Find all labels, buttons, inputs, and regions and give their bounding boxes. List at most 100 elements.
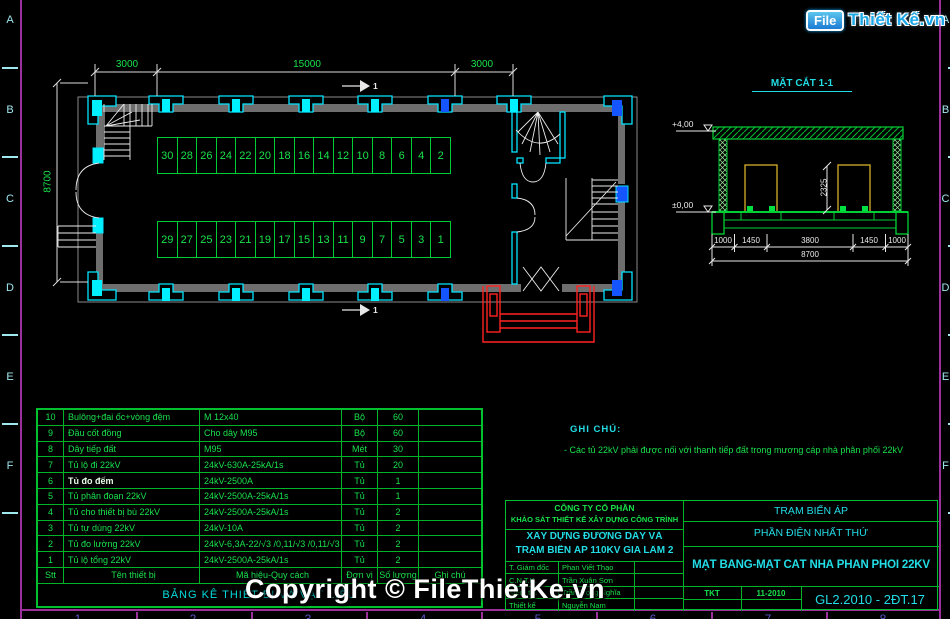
- zone-tick: [251, 612, 253, 619]
- zone-letter: D: [6, 282, 14, 294]
- table-cell: M95: [200, 441, 342, 458]
- cabinet-cell: 12: [332, 138, 353, 173]
- signer-name: Phan Viết Thạo: [562, 563, 614, 572]
- zone-letter: A: [941, 14, 950, 26]
- company-name-line2: KHẢO SÁT THIẾT KẾ XÂY DỰNG CÔNG TRÌNH: [510, 515, 679, 524]
- cabinet-cell: 19: [254, 222, 275, 257]
- plan-dimension-lines: [52, 64, 518, 287]
- zone-tick: [366, 612, 368, 619]
- table-cell: 1: [378, 488, 419, 505]
- table-cell: 3: [38, 520, 64, 537]
- cabinet-cell: 4: [410, 138, 431, 173]
- zone-letter: F: [942, 460, 949, 472]
- entrance-steps-red: [482, 285, 595, 343]
- table-cell: 24kV-2500A-25kA/1s: [200, 552, 342, 568]
- table-cell: 24kV-10A: [200, 520, 342, 537]
- table-cell: 8: [38, 441, 64, 458]
- table-cell: Tủ lộ tổng 22kV: [64, 552, 200, 568]
- table-cell: 10: [38, 410, 64, 426]
- table-cell: Tủ: [342, 520, 378, 537]
- section-dim-label: 1450: [860, 236, 878, 245]
- company-name-line1: CÔNG TY CỔ PHẦN: [554, 503, 635, 513]
- cabinet-cell: 3: [410, 222, 431, 257]
- table-cell: [419, 426, 481, 442]
- project-name-line1: XÂY DỰNG ĐƯỜNG DÂY VÀ: [526, 531, 663, 542]
- table-cell: 5: [38, 488, 64, 505]
- zone-tick: [2, 512, 18, 514]
- table-cell: 24kV-2500A: [200, 473, 342, 489]
- table-cell: Tủ: [342, 488, 378, 505]
- table-cell: [419, 489, 481, 505]
- cabinet-cell: 23: [215, 222, 236, 257]
- cabinet-cell: 11: [332, 222, 353, 257]
- cabinet-cell: 15: [293, 222, 314, 257]
- cabinet-cell: 9: [352, 222, 372, 257]
- table-header-cell: Ghi chú: [419, 568, 481, 584]
- table-cell: M 12x40: [200, 410, 342, 426]
- table-cell: Tủ đo lường 22kV: [64, 536, 200, 553]
- zone-tick: [2, 245, 18, 247]
- table-cell: [419, 552, 481, 568]
- zone-number: 1: [74, 612, 82, 619]
- zone-tick: [2, 334, 18, 336]
- cabinet-cell: 10: [352, 138, 372, 173]
- zone-tick: [2, 156, 18, 158]
- drawing-date: 11-2010: [756, 589, 786, 598]
- equipment-table-caption: BẢNG KÊ THIẾT BỊ VÀ VẬT LIỆU: [162, 589, 357, 601]
- table-cell: Tủ lộ đi 22kV: [64, 457, 200, 474]
- table-cell: 24kV-2500A-25kA/1s: [200, 488, 342, 505]
- section-view: [676, 124, 912, 266]
- zone-tick: [826, 612, 828, 619]
- zone-letter: C: [941, 193, 950, 205]
- zone-number: 5: [534, 612, 542, 619]
- drawing-part: PHẦN ĐIỆN NHẤT THỨ: [753, 527, 869, 539]
- zone-tick: [948, 334, 950, 336]
- table-cell: 24kV-2500A-25kA/1s: [200, 504, 342, 521]
- zone-letter: C: [6, 193, 14, 205]
- zone-letter: A: [6, 14, 14, 26]
- section-dim-label: 1450: [742, 236, 760, 245]
- site-logo[interactable]: File Thiết Kế.vn: [806, 5, 946, 35]
- table-cell: 2: [378, 536, 419, 553]
- cabinet-cell: 20: [254, 138, 275, 173]
- cabinet-cell: 28: [176, 138, 197, 173]
- cabinet-cell: 16: [293, 138, 314, 173]
- folder-icon: File: [806, 9, 845, 31]
- section-dim-label: 3800: [801, 236, 819, 245]
- zone-number: 7: [764, 612, 772, 619]
- zone-letter: E: [6, 371, 14, 383]
- table-header-cell: Số lượng: [378, 567, 419, 584]
- zone-tick: [136, 612, 138, 619]
- cabinet-cell: 14: [313, 138, 333, 173]
- table-cell: Dây tiếp đất: [64, 441, 200, 458]
- table-cell: Tủ phân đoạn 22kV: [64, 488, 200, 505]
- table-cell: 2: [378, 504, 419, 521]
- cabinet-cell: 30: [161, 149, 174, 162]
- table-cell: 24kV-630A-25kA/1s: [200, 457, 342, 474]
- table-cell: Bulông+đai ốc+vòng đệm: [64, 410, 200, 426]
- table-cell: [419, 410, 481, 426]
- cabinet-cell: 25: [196, 222, 216, 257]
- cabinet-cell: 29: [161, 233, 174, 246]
- section-dimension-lines: [676, 124, 912, 266]
- zone-tick: [596, 612, 598, 619]
- table-cell: Tủ: [342, 473, 378, 489]
- table-cell: [419, 536, 481, 553]
- table-cell: 20: [378, 457, 419, 474]
- design-stage: TKT: [704, 589, 720, 598]
- section-cut-marks: [342, 80, 370, 316]
- table-cell: Mét: [342, 441, 378, 458]
- zone-number: 2: [189, 612, 197, 619]
- zone-number: 8: [879, 612, 887, 619]
- table-cell: 6: [38, 473, 64, 489]
